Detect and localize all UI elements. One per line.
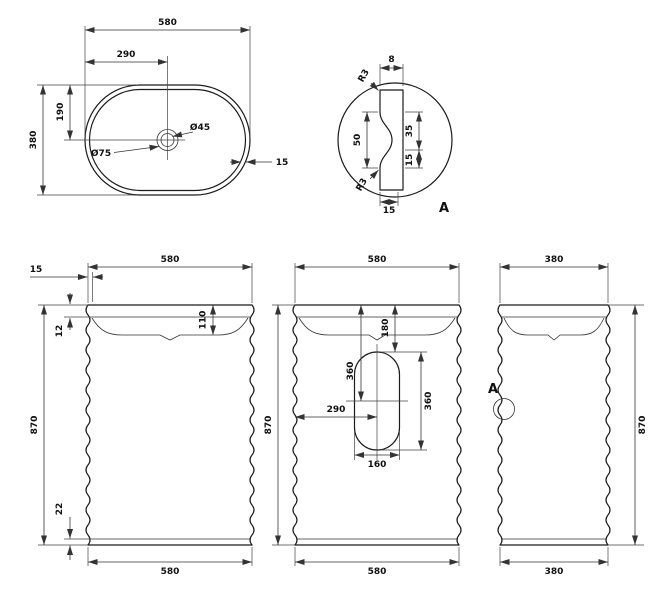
- back-bowl-profile: [298, 317, 456, 341]
- leader-drain: [113, 144, 160, 153]
- side-left-fluted-edge: [497, 304, 503, 546]
- dim-r-top: R3: [357, 68, 372, 84]
- dim-r-bot: R3: [355, 177, 370, 193]
- dim-width-bottom: 580: [161, 567, 180, 577]
- side-bowl-profile: [503, 317, 605, 341]
- dim-width-top: 380: [545, 255, 564, 265]
- dim-hole-from-top: 180: [381, 319, 391, 338]
- leader-r-top: [369, 81, 379, 91]
- front-left-fluted-edge: [85, 304, 91, 546]
- detail-label: A: [439, 201, 449, 216]
- dim-h-total: 50: [353, 134, 363, 147]
- dim-height: 870: [30, 416, 40, 435]
- dim-width-bottom: 580: [368, 567, 387, 577]
- dim-tap-dia: Ø45: [190, 122, 210, 133]
- back-left-fluted-edge: [292, 304, 298, 546]
- dim-basin-depth: 110: [199, 311, 209, 330]
- dim-rim-overhang: 15: [30, 265, 43, 275]
- front-view: 580 580 870 110 12 15 22: [30, 255, 255, 577]
- side-extension-lines: [499, 263, 644, 566]
- top-view: 580 290 190 380 15 Ø75 Ø45: [29, 18, 289, 196]
- top-view-extension-lines: [37, 26, 251, 196]
- dim-hole-from-left: 290: [327, 405, 346, 415]
- dim-hole-center-from-top: 360: [346, 362, 356, 381]
- dim-height: 870: [264, 416, 274, 435]
- detail-a-marker-label: A: [488, 382, 498, 397]
- front-extension-lines: [38, 263, 253, 566]
- side-right-fluted-edge: [605, 304, 611, 546]
- detail-a-view: 8 R3 50 35 15 R3 15 A: [337, 55, 453, 216]
- back-right-fluted-edge: [456, 304, 462, 546]
- front-bowl-profile: [91, 317, 249, 341]
- detail-a-marker-circle: [493, 398, 515, 420]
- dim-base-h: 22: [55, 503, 65, 516]
- dim-rim: 15: [276, 158, 289, 168]
- dim-depth: 380: [29, 131, 39, 150]
- back-view: 580 580 870 180 360 360 290 160: [264, 255, 462, 577]
- basin-outer-outline: [84, 84, 251, 196]
- dim-hole-height: 360: [424, 392, 434, 411]
- dim-h-upper: 35: [405, 125, 415, 138]
- side-view: 380 380 870 A: [488, 255, 648, 577]
- dim-center-x: 290: [117, 50, 136, 60]
- dim-bottom-w: 15: [383, 206, 396, 216]
- basin-inner-outline: [88, 88, 247, 192]
- service-opening-outline: [353, 351, 401, 451]
- dim-center-y: 190: [56, 103, 66, 122]
- leader-tap: [172, 131, 194, 138]
- dim-width-bottom: 380: [545, 567, 564, 577]
- dim-drain-dia: Ø75: [91, 148, 111, 159]
- detail-boundary-circle: [337, 82, 453, 198]
- dim-width-top: 580: [161, 255, 180, 265]
- back-extension-lines: [272, 263, 460, 566]
- dim-h-lower: 15: [405, 154, 415, 167]
- rim-section-profile: [379, 89, 404, 191]
- dim-top-w: 8: [388, 55, 394, 65]
- front-right-fluted-edge: [249, 304, 255, 546]
- dim-hole-width: 160: [368, 460, 387, 470]
- dim-overall-width: 580: [158, 18, 177, 28]
- leader-r-bot: [369, 169, 379, 180]
- dim-rim-h: 12: [55, 325, 65, 338]
- dim-height: 870: [638, 416, 648, 435]
- dim-width-top: 580: [368, 255, 387, 265]
